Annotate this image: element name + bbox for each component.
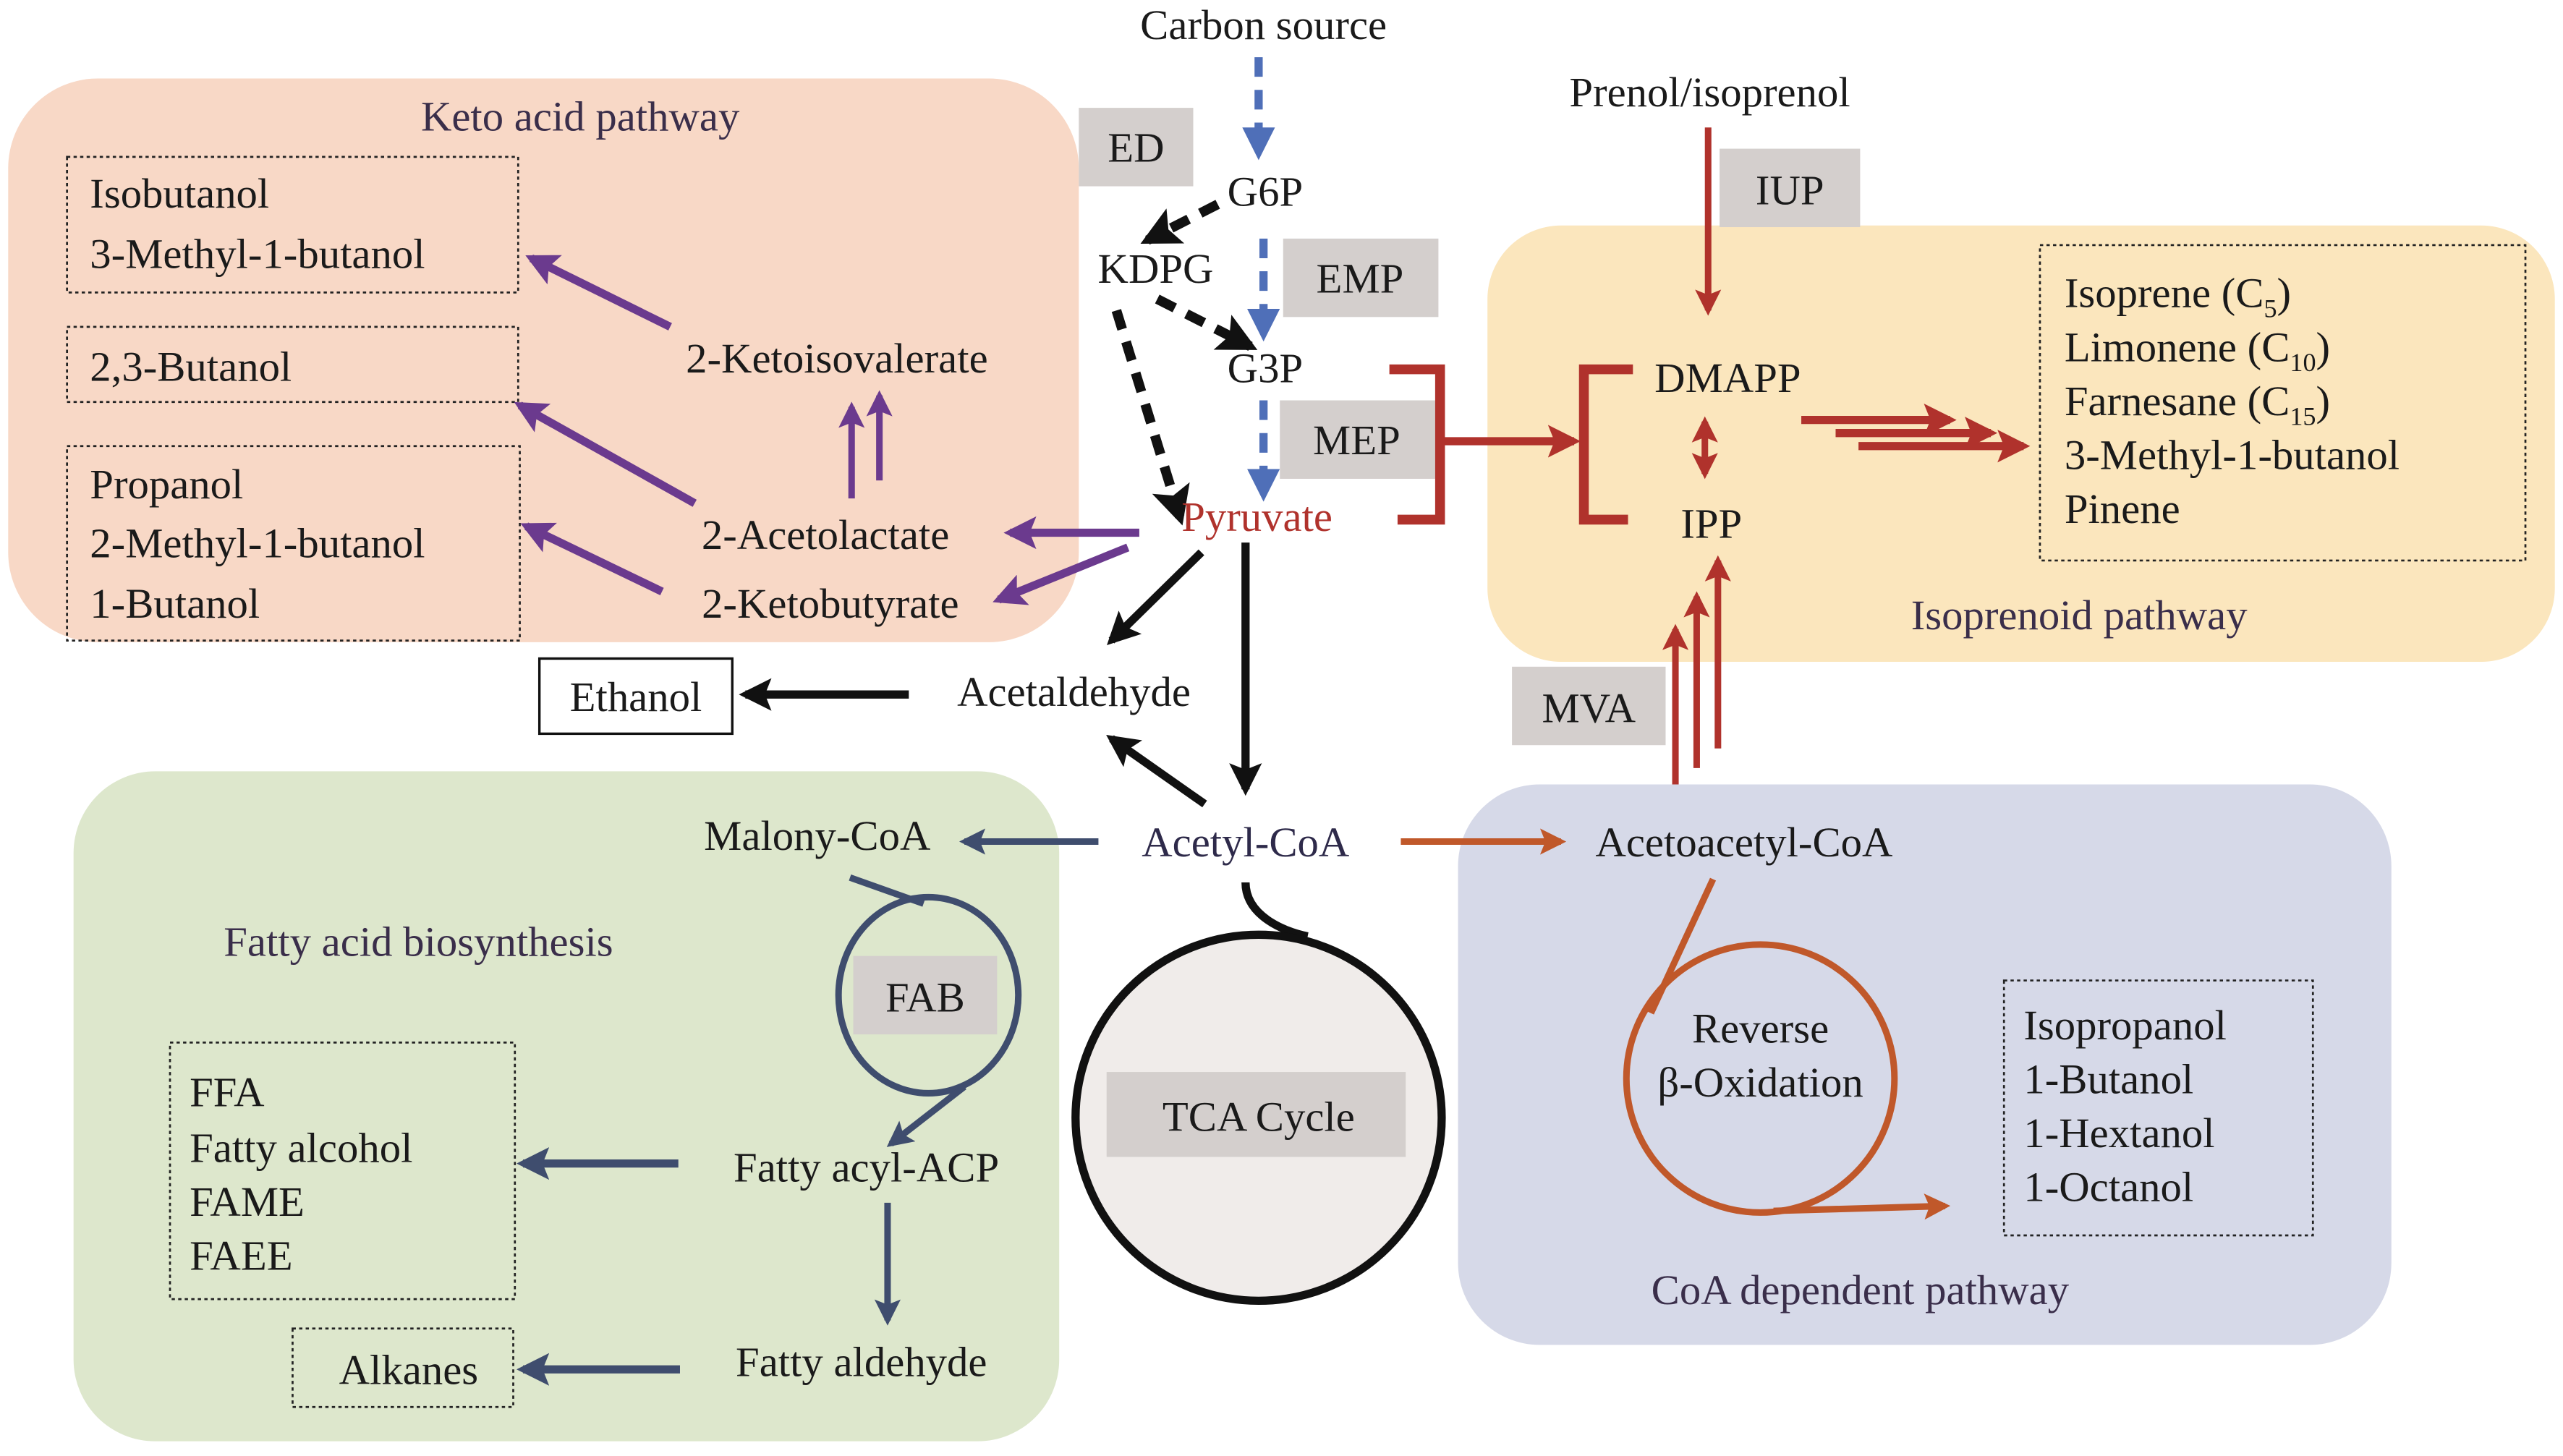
svg-text:Isopropanol: Isopropanol [2023,1002,2227,1049]
svg-text:Ethanol: Ethanol [570,673,702,720]
ipp-label: IPP [1680,500,1742,547]
ketoisovalerate-label: 2-Ketoisovalerate [686,335,988,382]
enzyme-mva: MVA [1512,666,1666,746]
carbon-source-label: Carbon source [1140,1,1387,48]
isoprenoid-product-item: Isoprene (C5) [2065,270,2291,323]
svg-text:2,3-Butanol: 2,3-Butanol [90,343,292,390]
arrow-acetolactate-to-box2 [514,401,697,507]
fatty-acid-biosynthesis-title: Fatty acid biosynthesis [224,919,613,966]
fatty-aldehyde-label: Fatty aldehyde [736,1338,987,1385]
ethanol-box: Ethanol [537,657,734,736]
svg-text:Propanol: Propanol [90,461,243,508]
keto-acid-pathway-title: Keto acid pathway [421,93,740,140]
fab-cycle-circle [835,893,1022,1097]
dmapp-label: DMAPP [1654,354,1801,401]
isoprenoid-product-item: Limonene (C10) [2065,323,2330,377]
keto-product-box-3: Propanol 2-Methyl-1-butanol 1-Butanol [66,445,521,642]
dmapp-ipp-bracket [1578,364,1633,525]
keto-acid-region [8,78,1079,642]
reverse-beta-oxidation-line1: Reverse [1692,1005,1829,1052]
svg-text:1-Octanol: 1-Octanol [2023,1164,2193,1211]
arrow-pyruvate-to-acetaldehyde [1107,549,1204,645]
svg-text:TCA Cycle: TCA Cycle [1163,1093,1355,1140]
kdpg-label: KDPG [1098,245,1214,292]
svg-text:ED: ED [1108,124,1164,171]
malony-coa-label: Malony-CoA [704,812,930,859]
coa-dependent-region [1458,784,2392,1345]
ketobutyrate-label: 2-Ketobutyrate [702,580,959,627]
g6p-label: G6P [1228,169,1303,216]
svg-text:2-Methyl-1-butanol: 2-Methyl-1-butanol [90,519,425,566]
enzyme-emp: EMP [1283,238,1439,318]
svg-text:1-Hextanol: 1-Hextanol [2023,1110,2214,1157]
pyruvate-label: Pyruvate [1181,493,1332,540]
reverse-beta-oxidation-line2: β-Oxidation [1657,1059,1863,1106]
isoprenoid-product-item: Farnesane (C15) [2065,378,2330,431]
svg-text:FAB: FAB [885,974,965,1021]
arrow-acetyl-coa-to-acetaldehyde [1106,734,1207,808]
enzyme-mep: MEP [1280,400,1435,479]
acetaldehyde-label: Acetaldehyde [957,668,1191,715]
svg-text:3-Methyl-1-butanol: 3-Methyl-1-butanol [90,231,425,278]
arrow-pyruvate-to-ketobutyrate [993,543,1130,605]
arrow-cycle-to-coa-products [1773,1193,1951,1220]
svg-text:EMP: EMP [1317,255,1404,302]
svg-text:MVA: MVA [1542,685,1636,732]
acetyl-coa-label: Acetyl-CoA [1142,819,1349,866]
arrow-fab-to-fatty-acyl-acp [886,1084,966,1147]
arrow-kdpg-to-pyruvate [1111,309,1190,526]
enzyme-tca: TCA Cycle [1106,1072,1406,1157]
svg-text:IUP: IUP [1756,166,1824,213]
alkanes-box: Alkanes [292,1327,514,1408]
fatty-products-box: FFA Fatty alcohol FAME FAEE [169,1042,517,1300]
svg-text:1-Butanol: 1-Butanol [2023,1055,2193,1102]
svg-text:Alkanes: Alkanes [339,1347,478,1394]
svg-text:Isobutanol: Isobutanol [90,170,269,217]
fatty-acid-region [73,771,1060,1442]
enzyme-fab: FAB [853,955,998,1035]
arrow-ketoisovalerate-to-box1 [525,254,672,331]
acetoacetyl-coa-label: Acetoacetyl-CoA [1595,819,1892,866]
svg-text:MEP: MEP [1313,417,1400,464]
enzyme-ed: ED [1079,108,1194,187]
coa-dependent-pathway-title: CoA dependent pathway [1652,1266,2070,1314]
svg-text:1-Butanol: 1-Butanol [90,580,260,627]
arrow-ketobutyrate-to-box3 [520,522,664,595]
arrow-kdpg-to-g3p [1155,294,1258,352]
svg-text:FAEE: FAEE [190,1232,292,1279]
reverse-beta-oxidation-cycle [1623,941,1898,1216]
g3p-label: G3P [1228,345,1303,392]
fatty-acyl-acp-label: Fatty acyl-ACP [734,1144,999,1191]
enzyme-iup: IUP [1720,148,1861,228]
isoprenoid-products-box: Isoprene (C5)Limonene (C10)Farnesane (C1… [2039,244,2527,562]
svg-text:FFA: FFA [190,1069,264,1116]
svg-text:Fatty alcohol: Fatty alcohol [190,1124,412,1171]
svg-text:FAME: FAME [190,1178,305,1225]
isoprenoid-product-item: 3-Methyl-1-butanol [2065,431,2400,478]
isoprenoid-pathway-title: Isoprenoid pathway [1911,592,2248,639]
keto-product-box-2: 2,3-Butanol [66,325,519,404]
acetolactate-label: 2-Acetolactate [702,511,949,558]
coa-products-box: Isopropanol 1-Butanol 1-Hextanol 1-Octan… [2002,979,2314,1237]
keto-product-box-1: Isobutanol 3-Methyl-1-butanol [66,156,519,294]
arrow-g6p-to-kdpg [1140,200,1220,245]
isoprenoid-product-item: Pinene [2065,485,2180,532]
acetyl-coa-to-tca-connector [1241,882,1309,941]
prenol-isoprenol-label: Prenol/isoprenol [1569,69,1850,116]
